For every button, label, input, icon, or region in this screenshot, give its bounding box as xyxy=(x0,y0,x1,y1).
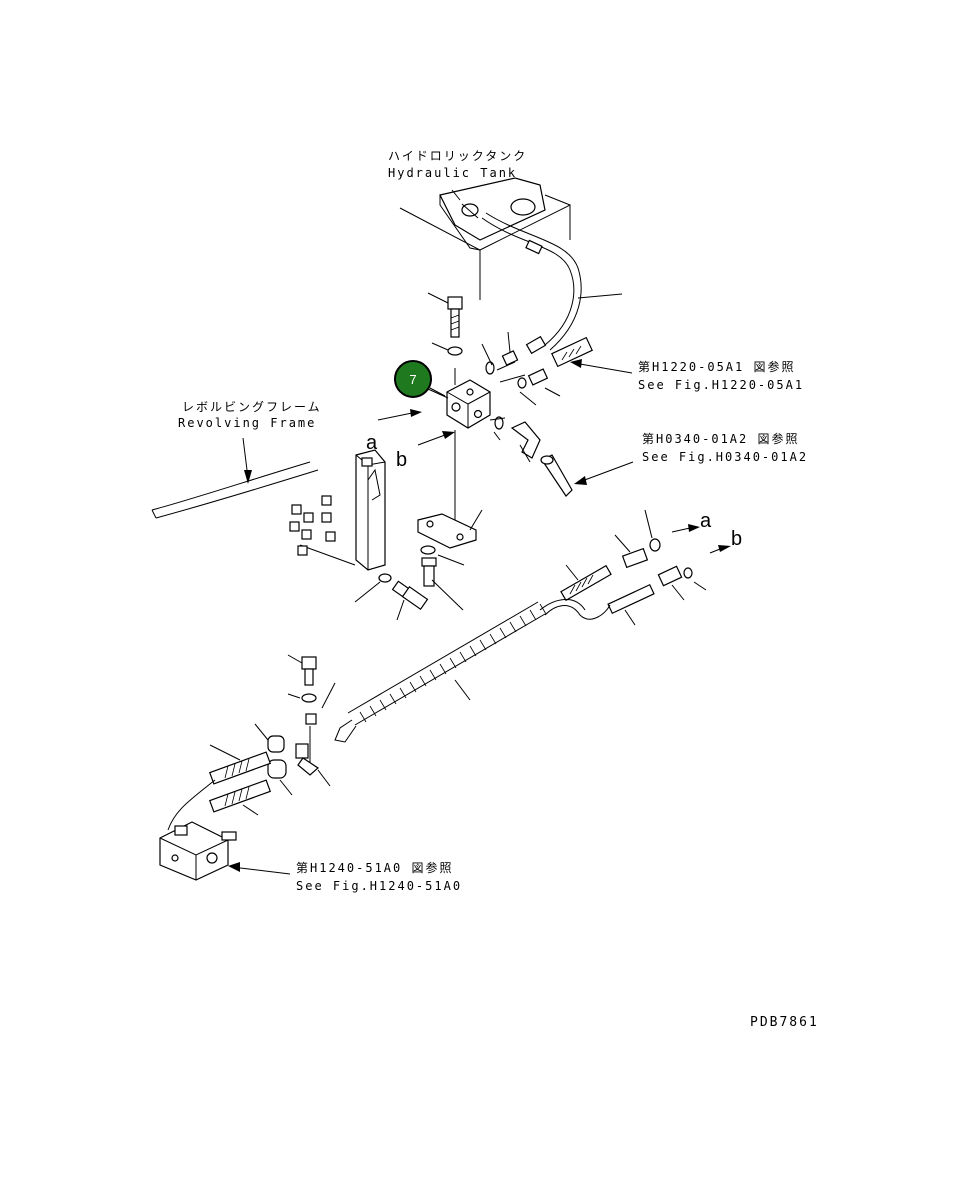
pipes-left xyxy=(167,744,272,831)
pipe-assembly xyxy=(539,564,655,626)
elbow-fitting xyxy=(489,416,573,497)
tank-hose xyxy=(481,212,623,355)
revolving-frame xyxy=(151,437,319,519)
ref1-label-en: See Fig.H1220-05A1 xyxy=(638,378,804,392)
callout-circle[interactable] xyxy=(394,360,432,398)
mark-b-right: b xyxy=(731,528,742,550)
ref3-label-jp: 第H1240-51A0 図参照 xyxy=(296,860,453,875)
callout-number: 7 xyxy=(409,372,416,387)
ref1-label-jp: 第H1220-05A1 図参照 xyxy=(638,359,795,374)
manifold-block xyxy=(429,368,491,528)
ref3-label-en: See Fig.H1240-51A0 xyxy=(296,879,462,893)
bolt-lower xyxy=(354,573,429,621)
mark-a-left: a xyxy=(366,432,378,454)
bolt-top xyxy=(427,292,463,356)
frame-label-en: Revolving Frame xyxy=(178,416,316,430)
hydraulic-tank xyxy=(399,177,571,300)
mark-b-left: b xyxy=(396,449,407,471)
tank-label-en: Hydraulic Tank xyxy=(388,166,517,180)
ref2-label-en: See Fig.H0340-01A2 xyxy=(642,450,808,464)
callout-7[interactable]: 7 xyxy=(394,360,432,398)
leader-arrows xyxy=(377,409,731,554)
bracket xyxy=(299,449,386,571)
fittings-mid-right xyxy=(614,509,707,601)
mark-a-right: a xyxy=(700,510,712,532)
control-valve xyxy=(159,821,291,881)
clamp-group xyxy=(254,654,336,796)
frame-label-jp: レボルビングフレーム xyxy=(182,400,322,414)
tank-label-jp: ハイドロリックタンク xyxy=(388,149,527,163)
corrugated-hose xyxy=(334,601,547,743)
ref2-label-jp: 第H0340-01A2 図参照 xyxy=(642,431,799,446)
fittings-upper xyxy=(481,331,593,406)
bush-cluster xyxy=(289,495,336,556)
reference-arrows xyxy=(570,359,634,485)
plate-bracket xyxy=(417,509,483,611)
drawing-number: PDB7861 xyxy=(750,1015,819,1030)
